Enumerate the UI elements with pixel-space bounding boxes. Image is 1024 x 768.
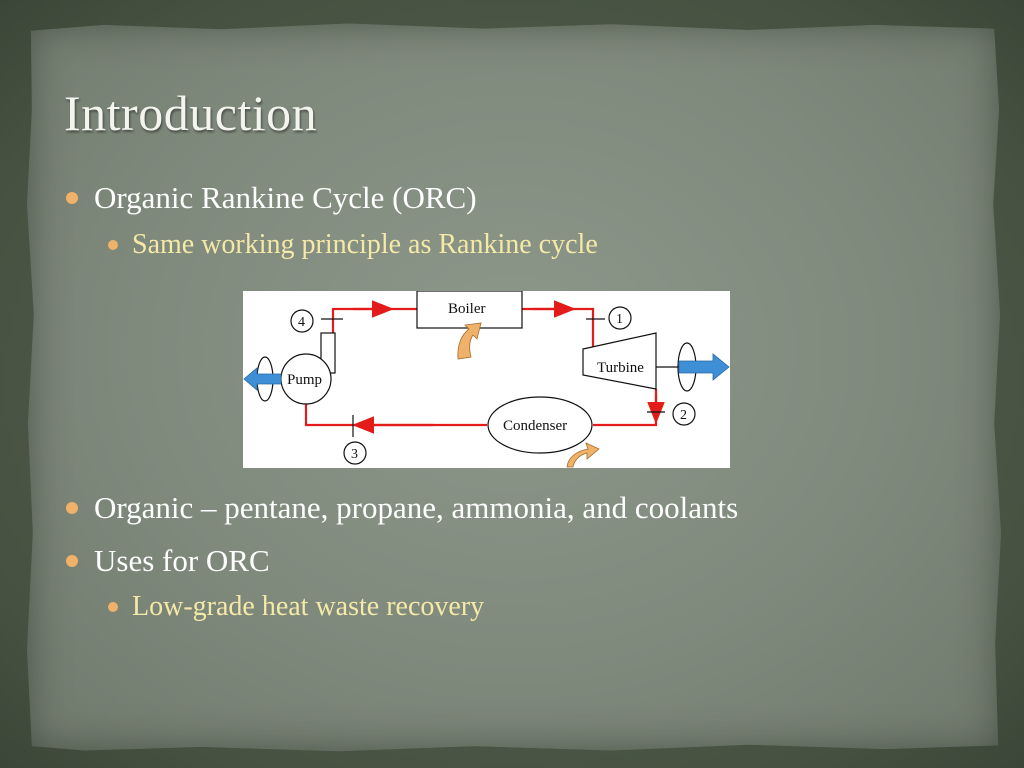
condenser-label: Condenser xyxy=(503,418,567,434)
bullet-orc: Organic Rankine Cycle (ORC) xyxy=(66,180,477,216)
work-out-arrow-icon xyxy=(678,353,730,381)
flow-lines xyxy=(304,300,665,434)
state-ticks xyxy=(321,318,665,437)
orc-cycle-svg: Boiler Turbine Condenser Pump xyxy=(243,291,730,468)
state-1-label: 1 xyxy=(616,312,623,327)
heat-in-arrow-icon xyxy=(457,322,482,360)
sub-bullet-principle: Same working principle as Rankine cycle xyxy=(108,229,598,261)
boiler-component: Boiler xyxy=(416,291,523,360)
boiler-label: Boiler xyxy=(448,301,486,317)
bullet-dot-icon xyxy=(108,240,118,250)
bullet-uses: Uses for ORC xyxy=(66,543,270,579)
state-markers: 4 1 2 3 xyxy=(290,306,696,465)
bullet-dot-icon xyxy=(66,502,78,514)
sub-bullet-heat-recovery: Low-grade heat waste recovery xyxy=(108,591,484,623)
orc-cycle-diagram: Boiler Turbine Condenser Pump xyxy=(243,291,730,468)
heat-out-arrow-icon xyxy=(566,442,600,468)
state-2-label: 2 xyxy=(680,408,687,423)
bullet-text: Organic Rankine Cycle (ORC) xyxy=(94,180,477,215)
bullet-dot-icon xyxy=(66,192,78,204)
condenser-component: Condenser xyxy=(487,396,600,468)
bullet-organic-fluids: Organic – pentane, propane, ammonia, and… xyxy=(66,490,738,526)
bullet-text: Low-grade heat waste recovery xyxy=(132,591,485,622)
turbine-component: Turbine xyxy=(582,332,730,392)
pump-component: Pump xyxy=(243,332,336,405)
bullet-dot-icon xyxy=(108,602,118,612)
slide-title: Introduction xyxy=(64,85,318,141)
bullet-dot-icon xyxy=(66,555,78,567)
bullet-text: Same working principle as Rankine cycle xyxy=(132,229,598,260)
turbine-label: Turbine xyxy=(597,360,644,376)
work-in-arrow-icon xyxy=(243,367,282,391)
pump-label: Pump xyxy=(287,372,322,388)
state-3-label: 3 xyxy=(351,447,358,462)
bullet-text: Uses for ORC xyxy=(94,543,270,578)
state-4-label: 4 xyxy=(298,315,305,330)
bullet-text: Organic – pentane, propane, ammonia, and… xyxy=(94,490,739,525)
